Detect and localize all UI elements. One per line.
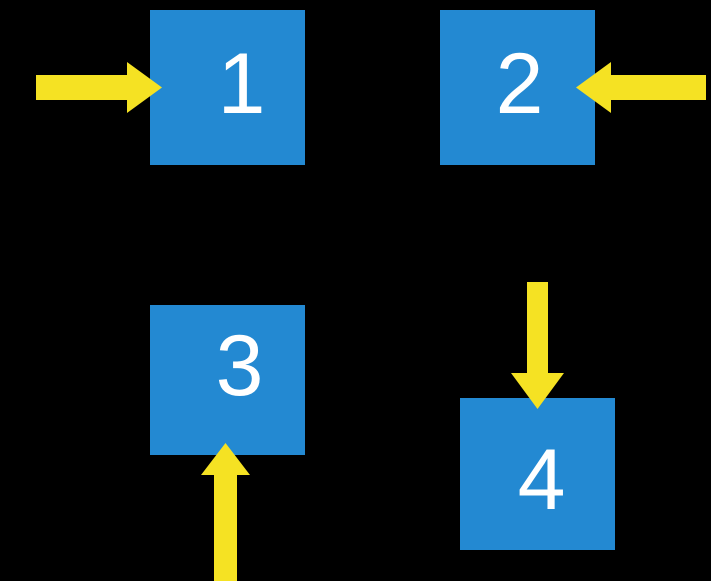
arrow-left-icon: [576, 62, 706, 113]
node-box-3[interactable]: 3: [150, 305, 305, 455]
arrow-right-icon: [36, 62, 162, 113]
node-box-1[interactable]: 1: [150, 10, 305, 165]
node-label-4: 4: [517, 432, 566, 528]
node-label-2: 2: [495, 35, 544, 132]
node-label-1: 1: [217, 35, 266, 132]
node-box-4[interactable]: 4: [460, 398, 615, 550]
arrow-down-icon: [511, 282, 564, 409]
node-label-3: 3: [215, 318, 264, 414]
arrow-up-icon: [201, 443, 250, 581]
node-box-2[interactable]: 2: [440, 10, 595, 165]
